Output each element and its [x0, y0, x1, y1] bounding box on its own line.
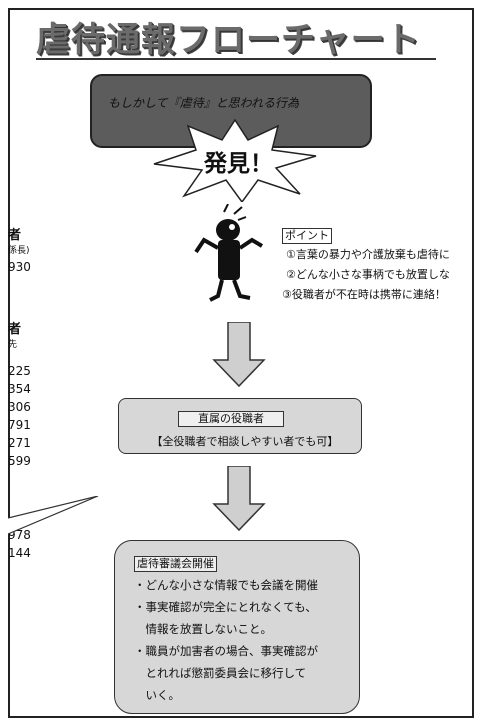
points-heading: ポイント — [282, 228, 332, 244]
contact-sub: 先 — [8, 340, 18, 350]
contact-heading: 者 — [8, 322, 22, 337]
contact-number: 354 — [8, 382, 31, 396]
contact-heading: 者 — [8, 228, 22, 243]
contact-number: 791 — [8, 418, 31, 432]
banner-text: もしかして『虐待』と思われる行為 — [108, 96, 300, 110]
starburst-icon — [153, 118, 317, 202]
contact-number: 225 — [8, 364, 31, 378]
surprised-person-icon — [194, 204, 264, 302]
down-arrow-icon — [212, 466, 266, 532]
council-item: 情報を放置しないこと。 — [134, 622, 272, 636]
contact-number: 306 — [8, 400, 31, 414]
point-item: ①言葉の暴力や介護放棄も虐待に — [286, 248, 450, 261]
council-item: ・事実確認が完全にとれなくても、 — [134, 600, 317, 614]
council-item: ・職員が加害者の場合、事実確認が — [134, 644, 318, 658]
contact-number: 599 — [8, 454, 31, 468]
points-list: ①言葉の暴力や介護放棄も虐待に ②どんな小さな事柄でも放置しな ③役職者が不在時… — [282, 248, 474, 308]
point-item: ②どんな小さな事柄でも放置しな — [286, 268, 450, 281]
council-item: ・どんな小さな情報でも会議を開催 — [134, 578, 318, 592]
council-item: とれれば懲罰委員会に移行して — [134, 666, 307, 680]
point-item: ③役職者が不在時は携帯に連絡！ — [282, 288, 446, 301]
abuse-council-title: 虐待審議会開催 — [134, 556, 217, 572]
council-item: いく。 — [134, 688, 180, 702]
step-supervisor-title: 直属の役職者 — [178, 411, 284, 427]
contact-number: 144 — [8, 546, 31, 560]
discovery-text: 発見！ — [204, 151, 273, 177]
contact-group-1: 者 係長) 930 — [8, 224, 48, 274]
down-arrow-icon — [212, 322, 266, 388]
page-border — [8, 8, 474, 718]
contact-group-2: 者 先 — [8, 318, 48, 350]
contact-number-list: 225 354 306 791 271 599 — [8, 362, 48, 470]
contact-number: 271 — [8, 436, 31, 450]
contact-number: 930 — [8, 260, 31, 274]
page-title: 虐待通報フローチャート — [36, 12, 436, 60]
step-supervisor-subtitle: 【全役職者で相談しやすい者でも可】 — [151, 435, 339, 448]
contact-sub: 係長) — [8, 246, 30, 256]
callout-pointer — [8, 496, 99, 535]
